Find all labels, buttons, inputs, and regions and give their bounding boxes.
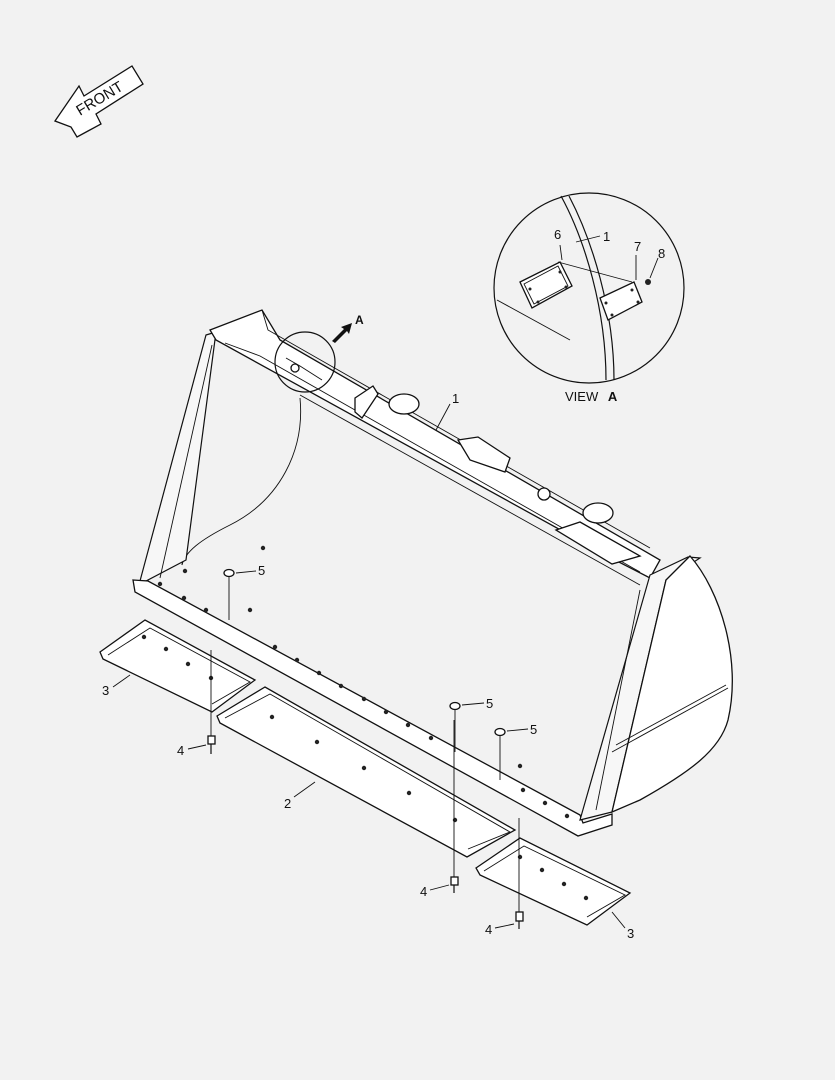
view-a-pointer: A: [332, 313, 364, 343]
callout-right-edge-3: 3: [627, 926, 634, 941]
detail-callout-7: 7: [634, 239, 641, 254]
bucket-bolt-holes: [157, 545, 570, 819]
callout-center-edge-2: 2: [284, 796, 291, 811]
bolt-right-icon: [515, 818, 524, 929]
bucket-pin-hole: [537, 487, 551, 501]
detail-plate-6: [519, 261, 573, 309]
nut-center-icon: [449, 701, 461, 752]
bucket-bracket: [456, 436, 511, 473]
callout-left-edge-3: 3: [102, 683, 109, 698]
detail-view-word: VIEW: [565, 389, 599, 404]
cutting-edge-center: [216, 686, 517, 858]
bucket-top-rail: [209, 309, 661, 579]
detail-callout-8: 8: [658, 246, 665, 261]
callout-nut-left-5: 5: [258, 563, 265, 578]
front-arrow-icon: FRONT: [53, 65, 144, 138]
bucket-base-strip: [132, 579, 613, 837]
cutting-edge-right: [475, 837, 632, 926]
callout-nut-right-5: 5: [530, 722, 537, 737]
bucket-inner-curve: [181, 397, 302, 566]
view-a-letter: A: [355, 313, 364, 327]
detail-callout-6: 6: [554, 227, 561, 242]
bolt-center-icon: [450, 720, 459, 893]
bucket-pivot-right: [582, 502, 614, 524]
detail-screw-8: [645, 279, 651, 285]
bucket-rear-shell: [611, 555, 733, 814]
bucket: [132, 309, 733, 837]
detail-view-a: 1 6 7 8 VIEW A: [493, 192, 685, 404]
detail-callout-1: 1: [603, 229, 610, 244]
bucket-pivot-left: [388, 393, 420, 415]
detail-plate-7: [599, 281, 643, 321]
nut-left-icon: [223, 568, 235, 620]
detail-view-caption: VIEW A: [565, 389, 618, 404]
detail-view-letter: A: [608, 389, 618, 404]
bucket-left-side-plate: [139, 331, 217, 582]
callout-bucket-1: 1: [452, 391, 459, 406]
cutting-edge-left: [99, 619, 257, 713]
view-a-circle-small: [274, 331, 336, 393]
callout-nut-center-5: 5: [486, 696, 493, 711]
callout-bolt-center-4: 4: [420, 884, 427, 899]
callout-bolt-left-4: 4: [177, 743, 184, 758]
callout-bolt-right-4: 4: [485, 922, 492, 937]
nut-right-icon: [494, 727, 506, 780]
bolt-left-icon: [207, 650, 216, 754]
